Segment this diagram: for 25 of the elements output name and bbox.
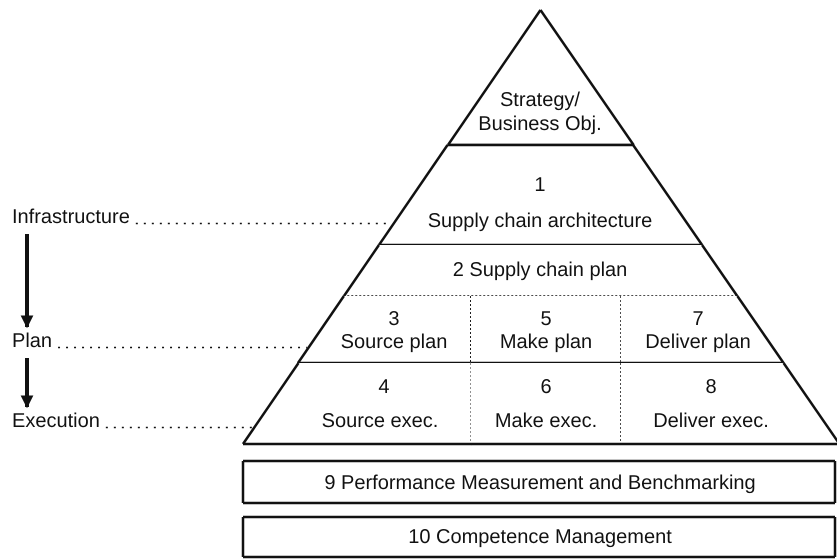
- tier-number: 8: [705, 375, 717, 399]
- tier-number: 7: [692, 307, 704, 331]
- tier-label: Strategy/ Business Obj.: [477, 88, 603, 136]
- tier-label: 10 Competence Management: [408, 525, 672, 549]
- tier-number: 6: [540, 375, 552, 399]
- level-label: Plan: [12, 330, 52, 353]
- tier-label: Source plan: [340, 330, 448, 354]
- tier-label: Make plan: [500, 330, 592, 354]
- level-label: Infrastructure: [12, 206, 130, 229]
- level-label: Execution: [12, 410, 100, 433]
- tier-label: Supply chain architecture: [428, 209, 652, 233]
- tier-number: 5: [540, 307, 552, 331]
- arrow: [20, 234, 34, 328]
- tier-number: 4: [378, 375, 390, 399]
- leader-line: [106, 426, 252, 428]
- tier-label: Deliver exec.: [653, 409, 769, 433]
- tier-label: Source exec.: [322, 409, 438, 433]
- tier-number: 3: [388, 307, 400, 331]
- tier-label: 9 Performance Measurement and Benchmarking: [324, 471, 756, 495]
- leader-line: [58, 346, 307, 348]
- tier-number: 1: [534, 173, 546, 197]
- tier-label: Deliver plan: [645, 330, 751, 354]
- arrow: [20, 358, 34, 408]
- tier-label: 2 Supply chain plan: [452, 258, 628, 282]
- tier-label: Make exec.: [494, 409, 598, 433]
